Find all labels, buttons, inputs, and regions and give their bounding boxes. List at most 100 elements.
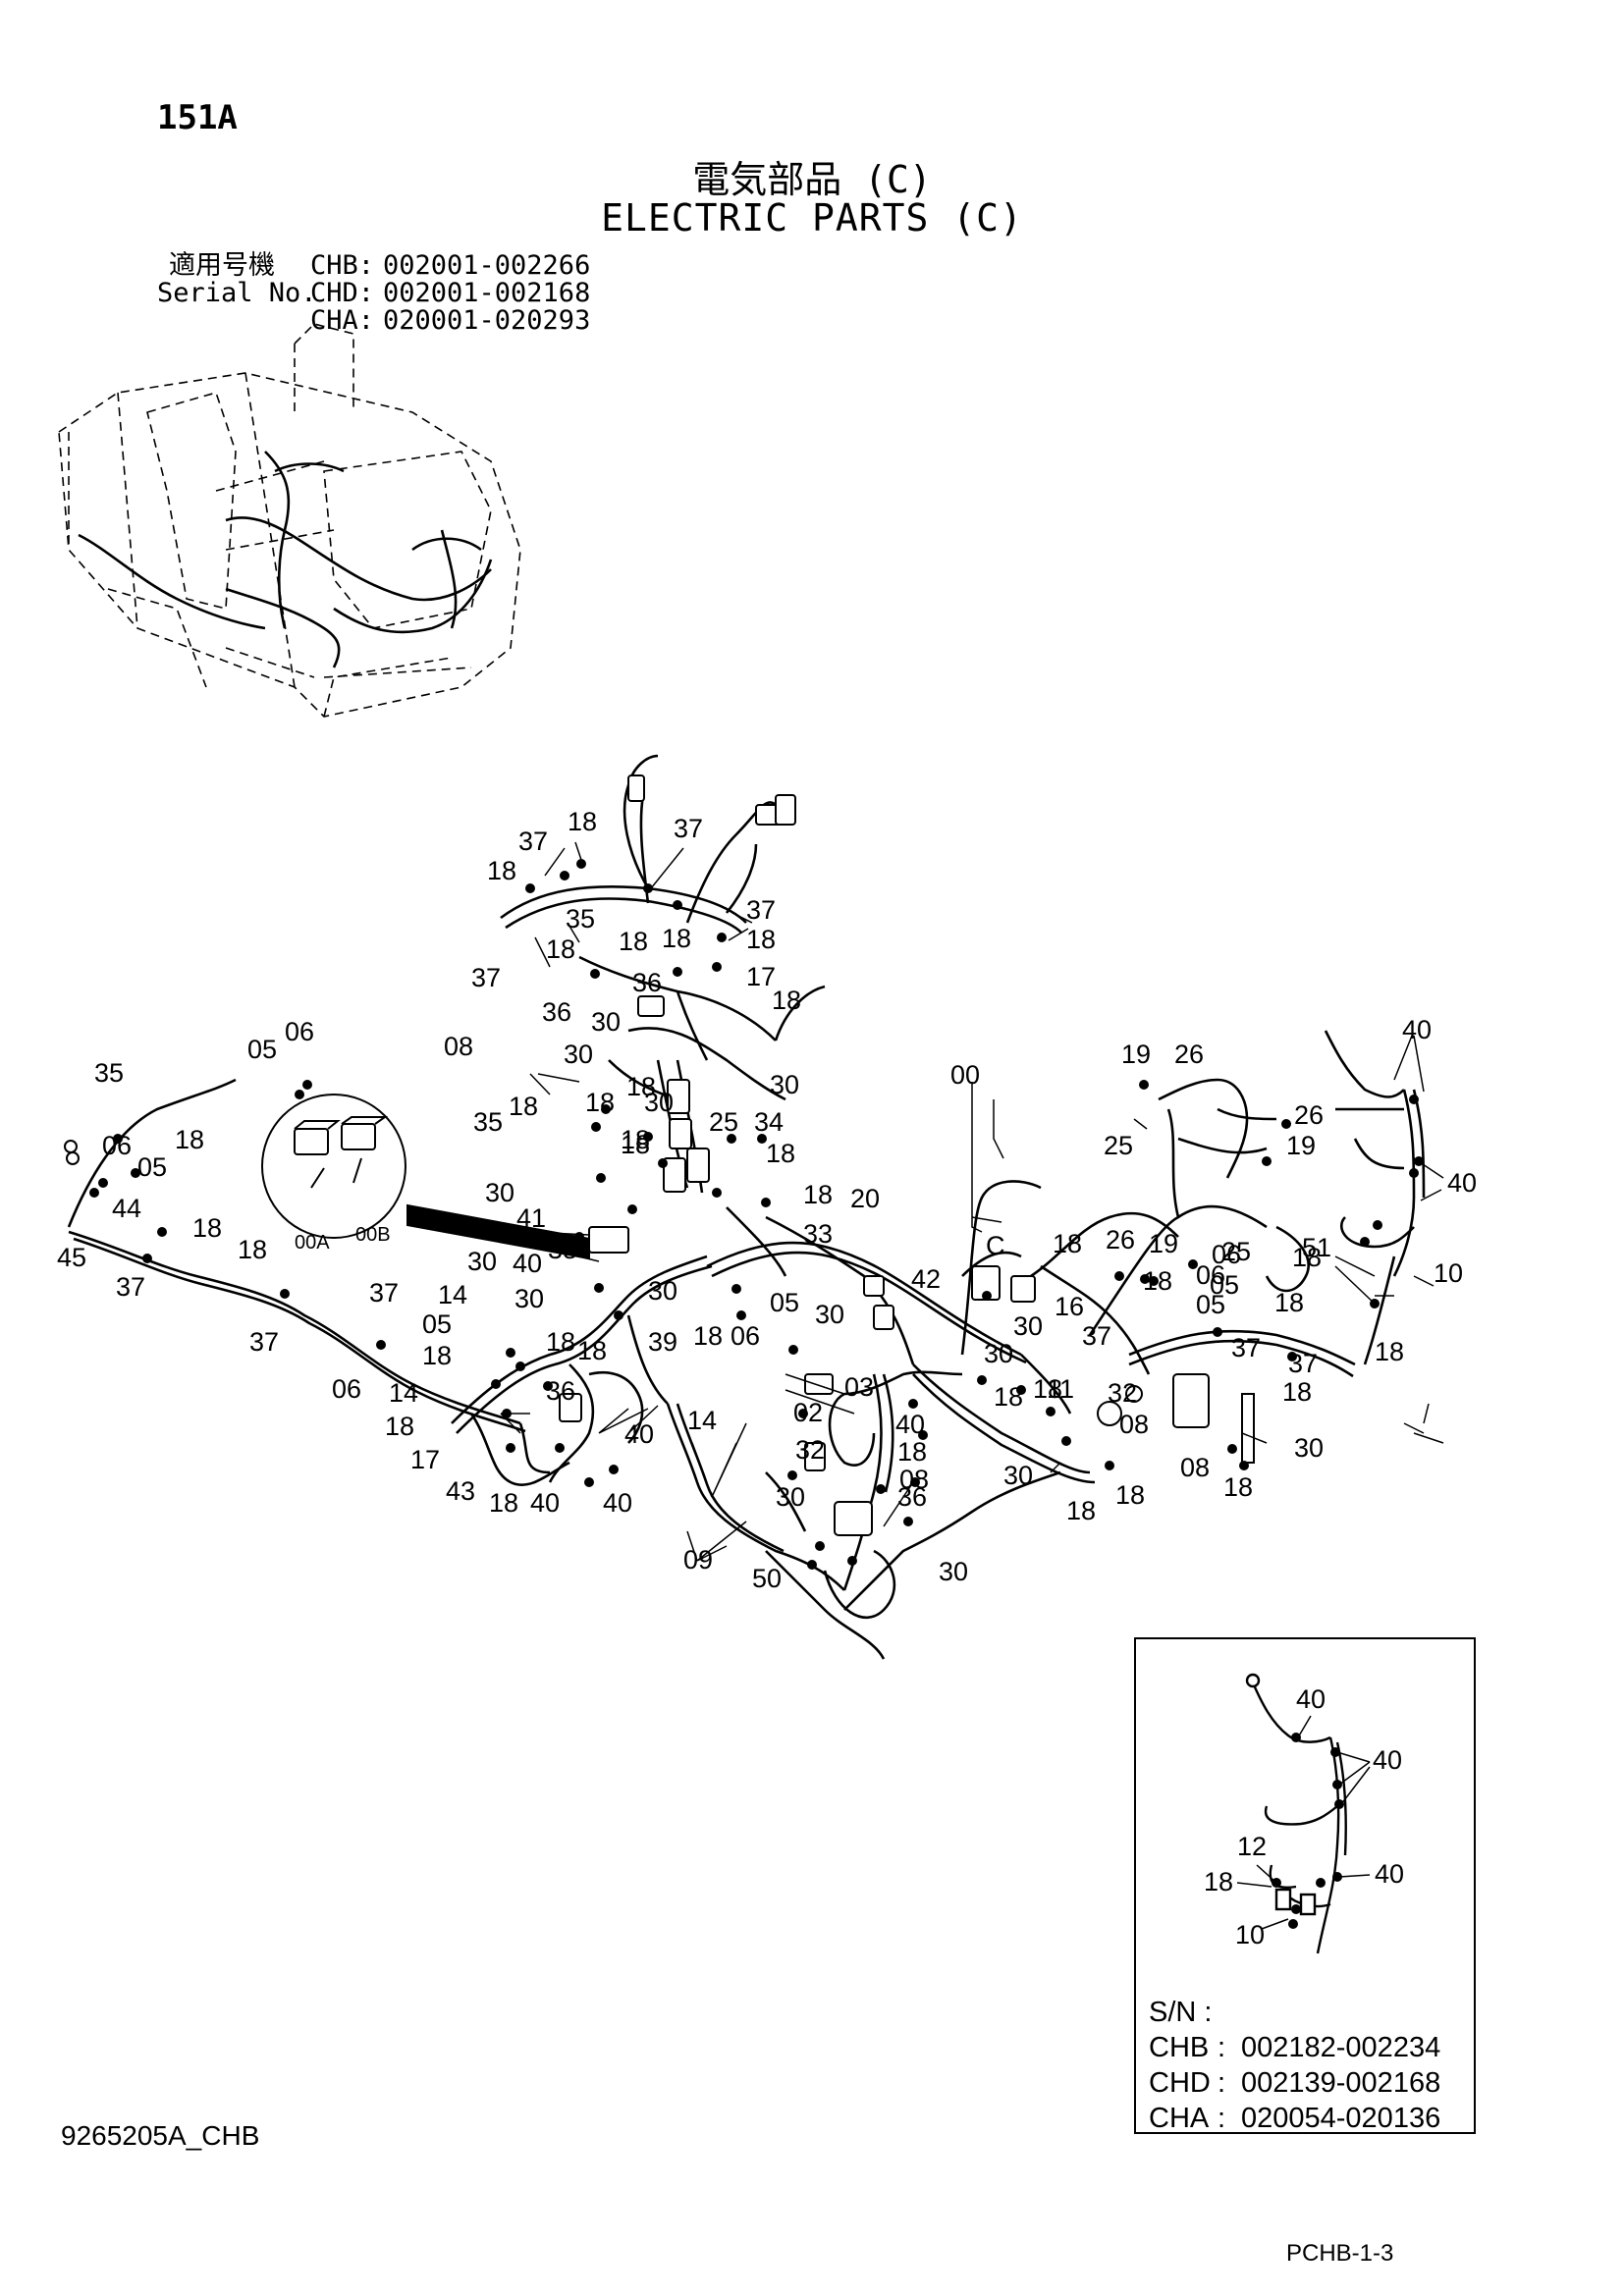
inset-callout: 10 bbox=[1235, 1920, 1265, 1949]
callout: 19 bbox=[1286, 1131, 1316, 1160]
callout: 18 bbox=[487, 856, 516, 885]
callout: 26 bbox=[1174, 1040, 1204, 1069]
callout: 30 bbox=[564, 1040, 593, 1069]
callout: 18 bbox=[746, 925, 776, 954]
callout: 08 bbox=[444, 1032, 473, 1061]
callout: 18 bbox=[1053, 1229, 1082, 1258]
callout: 40 bbox=[895, 1410, 925, 1439]
callout: 18 bbox=[619, 927, 648, 956]
callout: 30 bbox=[648, 1276, 677, 1306]
callout: 18 bbox=[1282, 1377, 1312, 1407]
inset-callouts: 40 40 12 40 18 10 bbox=[1204, 1684, 1404, 1949]
callout: 37 bbox=[116, 1272, 145, 1302]
callout: 18 bbox=[1292, 1243, 1322, 1272]
callout: 39 bbox=[648, 1327, 677, 1357]
callout: 30 bbox=[591, 1007, 621, 1037]
inset-leader-lines bbox=[1236, 1715, 1371, 1930]
inset-range-cha: 020054-020136 bbox=[1241, 2103, 1441, 2134]
callout: 00A bbox=[295, 1232, 330, 1254]
callout: 34 bbox=[754, 1107, 784, 1137]
callout: 06 bbox=[1196, 1260, 1225, 1290]
inset-sep-chb: : bbox=[1218, 2032, 1226, 2063]
clip-markers bbox=[89, 859, 1424, 1570]
callout: 37 bbox=[249, 1327, 279, 1357]
callout: 40 bbox=[1447, 1168, 1477, 1198]
serial-range-chd: 002001-002168 bbox=[383, 278, 591, 308]
callout: 37 bbox=[1288, 1349, 1318, 1378]
callout: 18 bbox=[803, 1180, 833, 1209]
callout: 18 bbox=[897, 1437, 927, 1467]
inset-panel bbox=[1134, 1637, 1476, 2134]
callout: 14 bbox=[438, 1280, 467, 1309]
callout: 02 bbox=[793, 1398, 823, 1427]
inset-sep-cha: : bbox=[1218, 2103, 1226, 2134]
callout: 26 bbox=[1294, 1100, 1324, 1130]
relay-00b-shape bbox=[341, 1123, 376, 1150]
callout: 36 bbox=[897, 1482, 927, 1512]
callout: 45 bbox=[57, 1243, 86, 1272]
callout: 18 bbox=[1066, 1496, 1096, 1525]
callout: 38 bbox=[548, 1235, 577, 1264]
callout: 30 bbox=[644, 1088, 674, 1117]
callout: 25 bbox=[709, 1107, 738, 1137]
callout: 18 bbox=[238, 1235, 267, 1264]
callout: 18 bbox=[175, 1125, 204, 1154]
callout: 30 bbox=[776, 1482, 805, 1512]
callout: 51 bbox=[1302, 1233, 1331, 1262]
callout: 06 bbox=[332, 1374, 361, 1404]
callout: 41 bbox=[516, 1203, 546, 1233]
callout: 37 bbox=[471, 963, 501, 992]
inset-model-cha: CHA bbox=[1149, 2103, 1210, 2134]
inset-range-chb: 002182-002234 bbox=[1241, 2032, 1441, 2063]
callout: 05 bbox=[422, 1309, 452, 1339]
callout: 18 bbox=[546, 934, 575, 964]
callout: 30 bbox=[514, 1284, 544, 1313]
serial-range-chb: 002001-002266 bbox=[383, 250, 591, 281]
page-title-english: ELECTRIC PARTS (C) bbox=[601, 196, 1023, 240]
callout: 40 bbox=[624, 1419, 654, 1449]
serial-model-chb: CHB: bbox=[310, 250, 375, 281]
callout: 33 bbox=[803, 1219, 833, 1249]
callout: 30 bbox=[770, 1070, 799, 1099]
callout: 06 bbox=[102, 1131, 132, 1160]
callout: 06 bbox=[1212, 1240, 1241, 1269]
inset-callout: 40 bbox=[1375, 1859, 1404, 1889]
callout: 44 bbox=[112, 1194, 141, 1223]
inset-callout: 18 bbox=[1204, 1867, 1233, 1896]
callout: 18 bbox=[1274, 1288, 1304, 1317]
callout: 18 bbox=[626, 1072, 656, 1101]
inset-callout: 40 bbox=[1296, 1684, 1326, 1714]
callout: 18 bbox=[772, 986, 801, 1015]
callout: 40 bbox=[530, 1488, 560, 1518]
callout: 18 bbox=[585, 1088, 615, 1117]
callout: 18 bbox=[192, 1213, 222, 1243]
callout: 08 bbox=[1119, 1410, 1149, 1439]
callout: 40 bbox=[513, 1249, 542, 1278]
inset-range-chd: 002139-002168 bbox=[1241, 2067, 1441, 2099]
callout: 00 bbox=[950, 1060, 980, 1090]
section-code: 151A bbox=[157, 98, 238, 137]
callout: C bbox=[986, 1231, 1005, 1260]
connectors-and-clips bbox=[64, 774, 1255, 1536]
callout: 37 bbox=[674, 814, 703, 843]
callout: 30 bbox=[939, 1557, 968, 1586]
callout: 18 bbox=[693, 1321, 723, 1351]
callout: 50 bbox=[752, 1564, 782, 1593]
callout: 18 bbox=[621, 1125, 650, 1154]
callout: 08 bbox=[1180, 1453, 1210, 1482]
callout: 35 bbox=[94, 1058, 124, 1088]
callout: 18 bbox=[1143, 1266, 1172, 1296]
inset-sep-chd: : bbox=[1218, 2067, 1226, 2099]
callout: 14 bbox=[389, 1378, 418, 1408]
callout: 37 bbox=[746, 895, 776, 925]
callout: 30 bbox=[1294, 1433, 1324, 1463]
callout: 37 bbox=[518, 827, 548, 856]
inset-harness-drawing bbox=[1245, 1673, 1347, 1954]
machine-overview-illustration bbox=[58, 323, 521, 718]
inset-clip-markers bbox=[1272, 1733, 1344, 1929]
callout: 37 bbox=[1082, 1321, 1111, 1351]
callout: 17 bbox=[746, 962, 776, 991]
main-callouts: 37 18 37 18 35 18 18 37 17 37 18 18 36 1… bbox=[57, 807, 1477, 1593]
callout: 19 bbox=[1149, 1229, 1178, 1258]
